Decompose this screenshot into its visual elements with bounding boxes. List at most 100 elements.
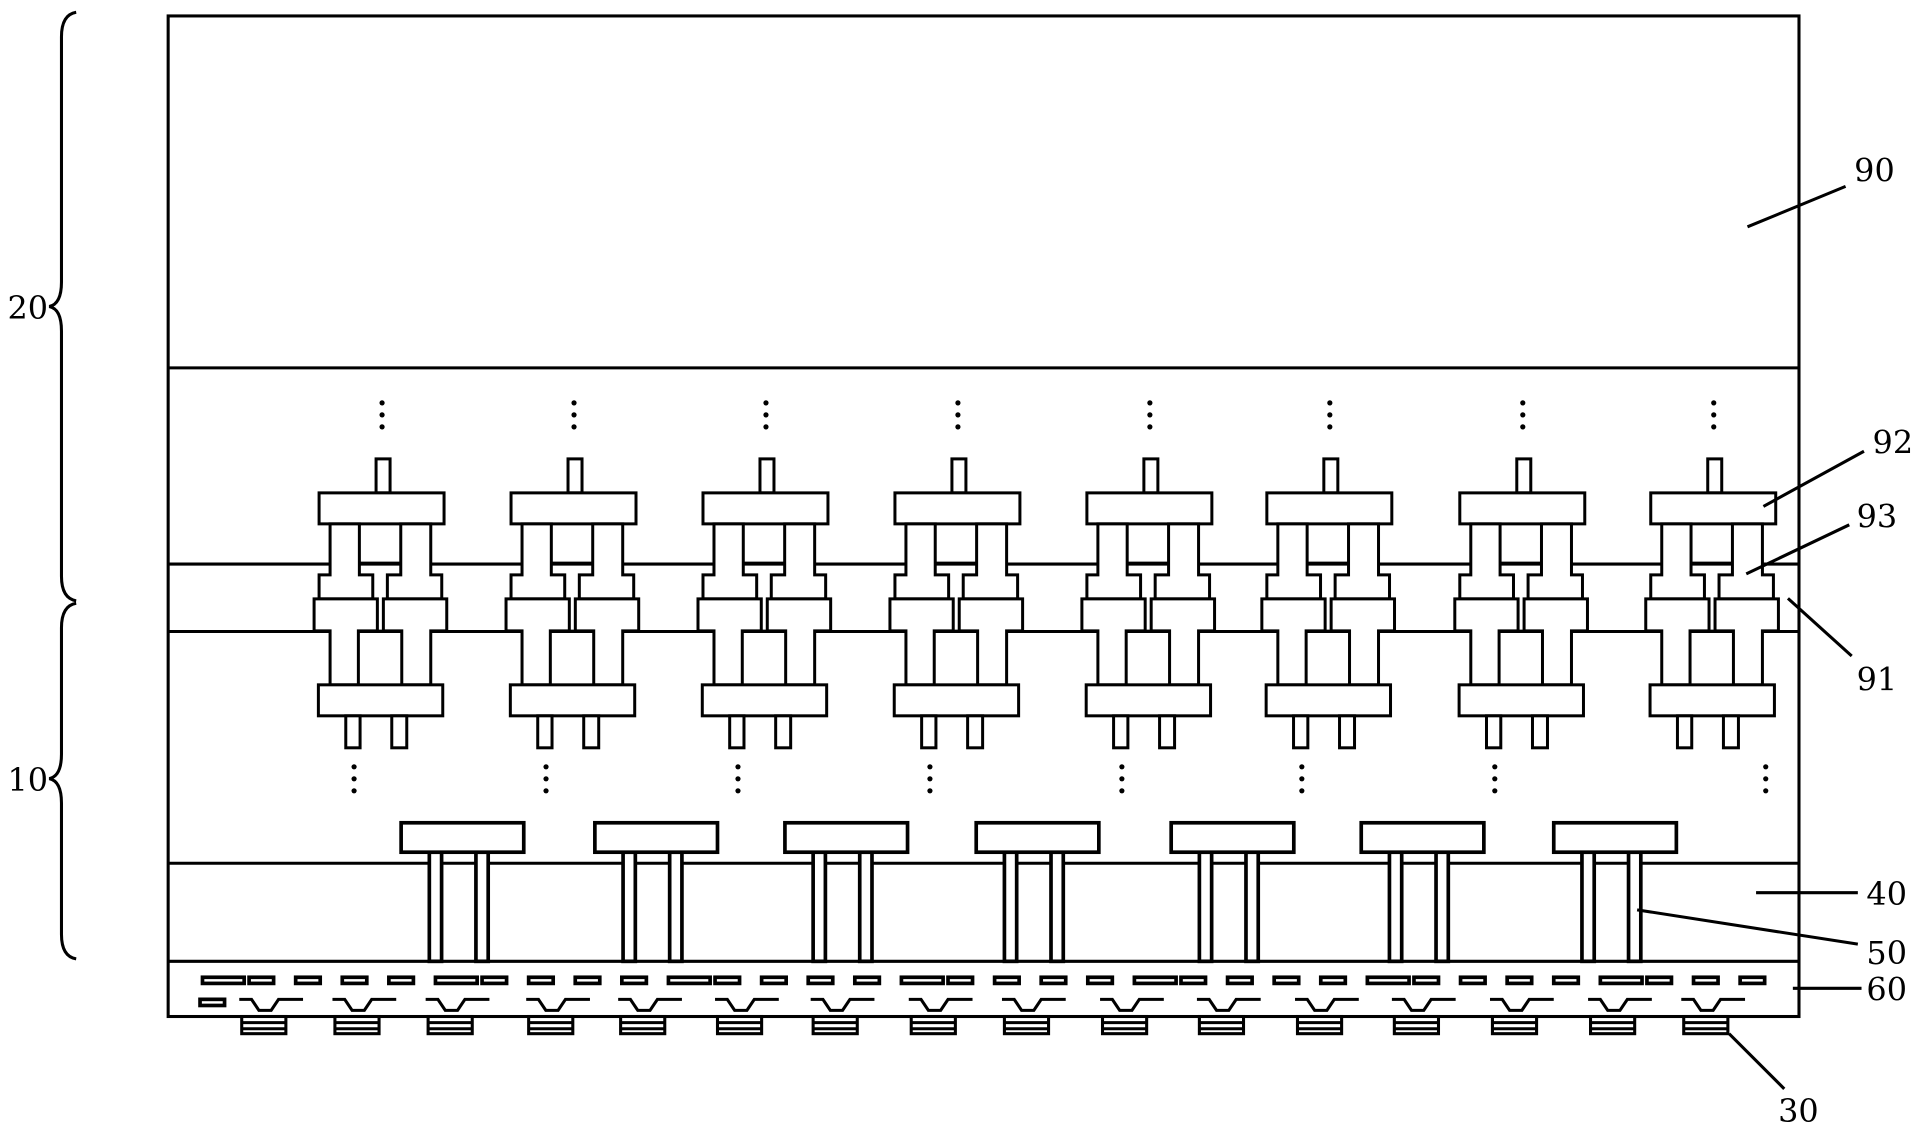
top-pin [950, 457, 968, 495]
wiring-dash [620, 975, 649, 986]
bottom-plate [1457, 683, 1585, 718]
ellipsis-dot [379, 424, 385, 430]
pad-30 [1489, 997, 1554, 1036]
label-30: 30 [1778, 1092, 1819, 1130]
ellipsis-dot [955, 400, 961, 406]
pad [715, 1014, 764, 1036]
pad [1100, 1014, 1149, 1036]
bottom-plate [1648, 683, 1776, 718]
bottom-pin [344, 714, 362, 750]
ellipsis-dot [763, 424, 769, 430]
stacked-unit [1453, 400, 1589, 794]
bottom-pin [774, 714, 793, 750]
leader-91 [1786, 597, 1853, 658]
ellipsis-dot [1763, 788, 1769, 794]
via-pillar [857, 850, 874, 964]
label-60: 60 [1866, 971, 1907, 1009]
pad [333, 1014, 381, 1036]
pad [909, 1014, 957, 1036]
stacked-unit [1644, 400, 1780, 794]
wiring-dash [198, 997, 227, 1008]
label-50: 50 [1866, 934, 1907, 972]
ellipsis-dot [351, 776, 357, 782]
ellipsis-dot [927, 788, 933, 794]
ellipsis-dot [763, 400, 769, 406]
ellipsis-dot [735, 764, 741, 770]
label-20: 20 [8, 289, 49, 327]
ellipsis-dot [1520, 412, 1526, 418]
bottom-pin [920, 714, 938, 750]
ellipsis-dot [1763, 776, 1769, 782]
ellipsis-dot [1299, 776, 1305, 782]
bottom-plate [892, 683, 1021, 718]
via-pillar [474, 850, 491, 964]
pad-30 [715, 997, 779, 1036]
wiring-dash [433, 975, 479, 986]
via-pillar [1387, 850, 1404, 964]
pad [811, 1014, 859, 1036]
pad-contact [1295, 997, 1359, 1012]
wiring-dash [293, 975, 323, 986]
ellipsis-dot [1492, 776, 1498, 782]
stacked-unit [1260, 400, 1397, 794]
via-plate [974, 820, 1101, 855]
wiring-dash [1318, 975, 1348, 986]
ellipsis-dot [927, 764, 933, 770]
top-plate-92 [893, 491, 1022, 526]
pad [426, 1014, 474, 1036]
ellipsis-dot [543, 776, 549, 782]
pad-30 [810, 997, 875, 1036]
ellipsis-dot [1327, 424, 1333, 430]
bottom-pin [536, 714, 554, 750]
stacked-unit [1080, 400, 1217, 794]
ellipsis-dot [543, 764, 549, 770]
via-structure-50 [399, 820, 526, 964]
pad-contact [1489, 997, 1554, 1012]
via-structure-50 [593, 820, 720, 964]
ellipsis-dot [1299, 788, 1305, 794]
pad-30 [1001, 997, 1066, 1036]
via-pillar [1049, 850, 1066, 964]
ellipsis-dot [571, 412, 577, 418]
via-plate [593, 820, 720, 855]
wiring-dash [852, 975, 882, 986]
pad-30 [526, 997, 590, 1036]
via-pillar [1626, 850, 1643, 964]
via-pillar [1244, 850, 1261, 964]
ellipsis-dot [1492, 764, 1498, 770]
ellipsis-dot [379, 400, 385, 406]
leader-92 [1762, 449, 1865, 508]
wiring-dash [340, 975, 369, 986]
pad-30 [425, 997, 490, 1036]
via-pillar [1197, 850, 1214, 964]
wiring-dash [1458, 975, 1487, 986]
pad-30 [1295, 997, 1359, 1036]
pad-contact [1196, 997, 1261, 1012]
wiring-dash [666, 975, 712, 986]
ellipsis-dot [1711, 424, 1717, 430]
bottom-plate [508, 683, 637, 718]
ellipsis-dot [1119, 764, 1125, 770]
ellipsis-dot [1299, 764, 1305, 770]
pad-30 [1588, 997, 1652, 1036]
bottom-pin [1292, 714, 1310, 750]
pad-contact [1588, 997, 1652, 1012]
bottom-plate [1264, 683, 1393, 718]
pad-contact [810, 997, 875, 1012]
pad-30 [1681, 997, 1746, 1036]
top-plate-92 [509, 491, 638, 526]
ellipsis-dot [351, 764, 357, 770]
ellipsis-dot [955, 424, 961, 430]
pad [527, 1014, 575, 1036]
ellipsis-dot [1327, 412, 1333, 418]
via-structure-50 [974, 820, 1101, 964]
wiring-dash [1225, 975, 1254, 986]
ellipsis-dot [955, 412, 961, 418]
bottom-pin [1112, 714, 1130, 750]
via-structure-50 [1359, 820, 1486, 964]
via-pillar [811, 850, 828, 964]
wiring-dash [526, 975, 556, 986]
wiring-dash [806, 975, 835, 986]
pad-contact [1100, 997, 1164, 1012]
bottom-pin [1158, 714, 1177, 750]
